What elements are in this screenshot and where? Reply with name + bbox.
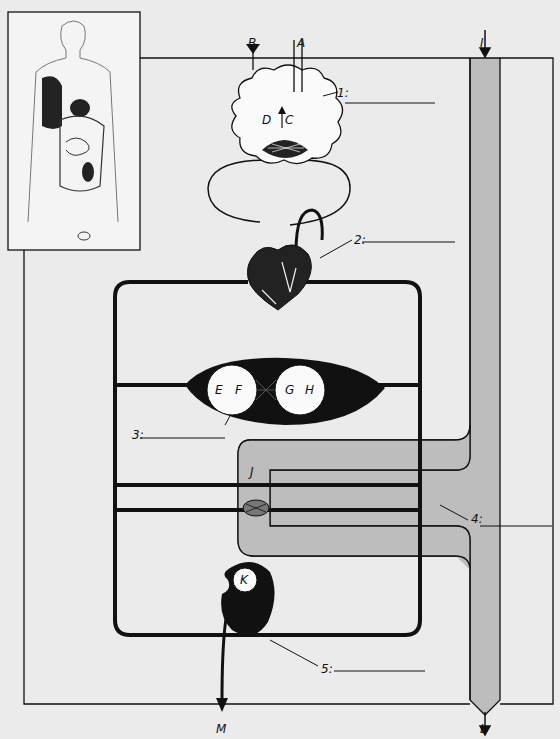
callout-number: 3:	[132, 428, 144, 442]
pulmonary-vessels	[208, 160, 350, 225]
letter-label: I	[480, 36, 484, 50]
heart	[248, 245, 312, 310]
callout-number: 4:	[471, 512, 483, 526]
letter-label: J	[250, 465, 254, 479]
letter-label: K	[240, 573, 248, 587]
j-organ	[243, 500, 269, 516]
callout-number: 1:	[337, 86, 349, 100]
callout-number: 5:	[321, 662, 333, 676]
letter-label: E	[215, 383, 223, 397]
lungs	[232, 65, 343, 164]
letter-label: F	[235, 383, 242, 397]
body-inset	[8, 12, 140, 250]
letter-label: H	[305, 383, 314, 397]
letter-label: C	[285, 113, 293, 127]
callout-lines	[140, 92, 552, 671]
letter-label: M	[216, 722, 226, 736]
callout-number: 2:	[354, 233, 366, 247]
flow-arrows	[480, 30, 490, 735]
letter-label: L	[480, 722, 487, 736]
blood-vessels	[115, 282, 420, 635]
letter-label: B	[248, 36, 256, 50]
letter-label: G	[285, 383, 294, 397]
letter-label: D	[262, 113, 271, 127]
muscle	[185, 358, 385, 425]
letter-label: A	[297, 36, 305, 50]
